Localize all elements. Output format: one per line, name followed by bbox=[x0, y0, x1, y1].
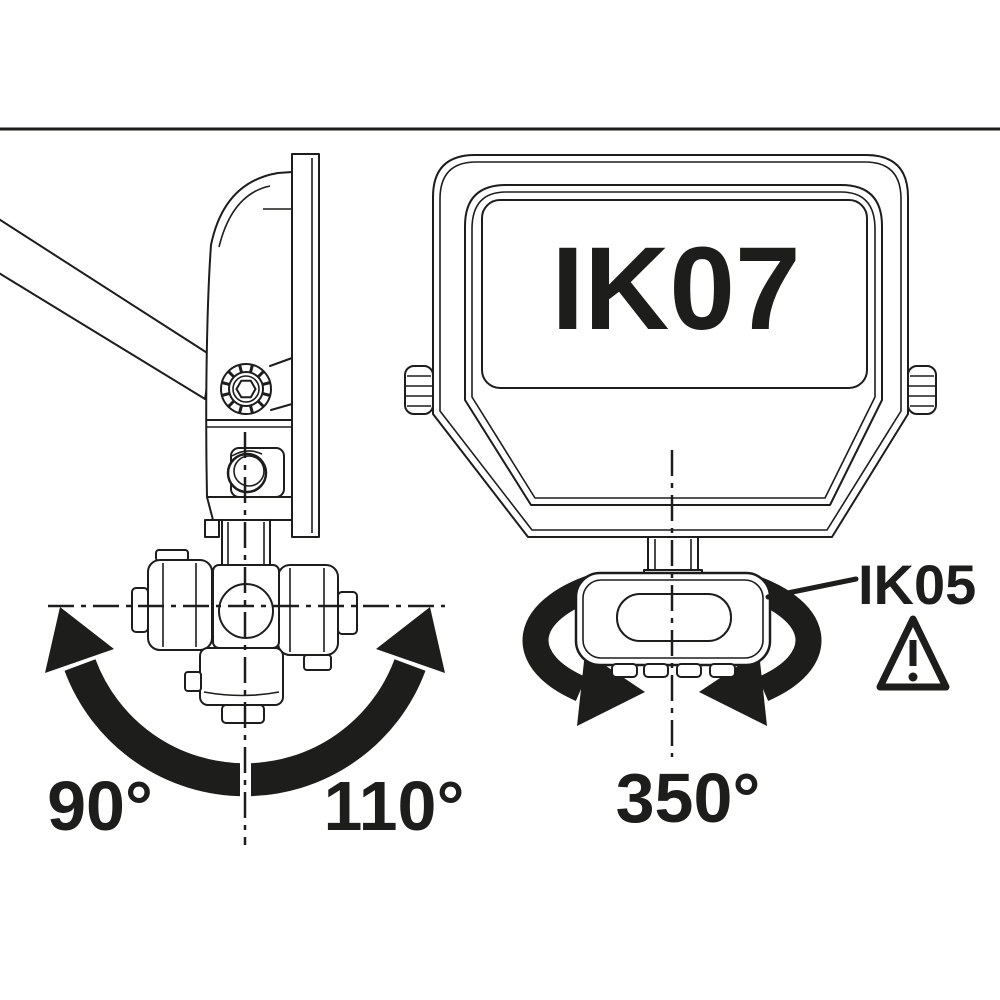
bottom-tab bbox=[204, 519, 220, 538]
left-knob bbox=[404, 365, 434, 415]
impact-rating-front-label: IK07 bbox=[551, 223, 800, 355]
cable-gland bbox=[676, 663, 702, 678]
cable-gland bbox=[611, 663, 638, 678]
arrowhead-left-pointing bbox=[699, 652, 767, 726]
back-plate bbox=[291, 153, 320, 538]
knob-teeth bbox=[221, 364, 271, 414]
floodlight-front-view: IK07 350° IK05 bbox=[404, 154, 976, 837]
rotation-arrow-left bbox=[522, 572, 645, 726]
tilt-angle-right-label: 110° bbox=[324, 767, 465, 845]
foot bbox=[221, 704, 265, 724]
left-end-cap bbox=[131, 587, 149, 633]
lower-block bbox=[199, 647, 284, 706]
junction-box-inner-line bbox=[582, 579, 764, 659]
cable-gland bbox=[303, 654, 332, 671]
junction-box-cover bbox=[616, 593, 732, 642]
arrowhead-right bbox=[376, 607, 445, 673]
junction-box-front bbox=[574, 571, 772, 678]
adjustment-knob-icon bbox=[220, 363, 272, 415]
arrowhead-right-pointing bbox=[577, 652, 645, 726]
hex-bolt-icon bbox=[235, 379, 257, 399]
exclamation-dot bbox=[908, 672, 918, 682]
callout-leader-line bbox=[765, 576, 859, 600]
body-inner-curve bbox=[218, 185, 271, 248]
warning-triangle-icon bbox=[876, 615, 950, 691]
arrowhead-left bbox=[45, 607, 114, 673]
cable-gland bbox=[643, 663, 669, 678]
body-bottom-cap bbox=[206, 496, 293, 521]
face-frame-inner-line bbox=[471, 191, 876, 499]
housing-inner-line bbox=[439, 161, 902, 531]
locking-bolt bbox=[226, 447, 285, 498]
floodlight-side-view: 90° 110° bbox=[0, 153, 465, 845]
right-knob bbox=[907, 365, 937, 415]
lamp-body-side bbox=[205, 171, 293, 498]
cable-gland bbox=[709, 663, 736, 678]
rotation-angle-label: 350° bbox=[616, 759, 761, 837]
tilt-angle-left-label: 90° bbox=[47, 767, 153, 845]
lower-tab bbox=[184, 671, 202, 692]
bracket-line bbox=[270, 403, 293, 411]
impact-rating-junction-label: IK05 bbox=[858, 553, 976, 616]
glass-panel bbox=[481, 199, 868, 389]
right-cylinder bbox=[277, 564, 339, 656]
right-end-cap bbox=[337, 591, 358, 635]
bracket-line bbox=[269, 357, 293, 367]
mounting-arm bbox=[0, 218, 213, 400]
